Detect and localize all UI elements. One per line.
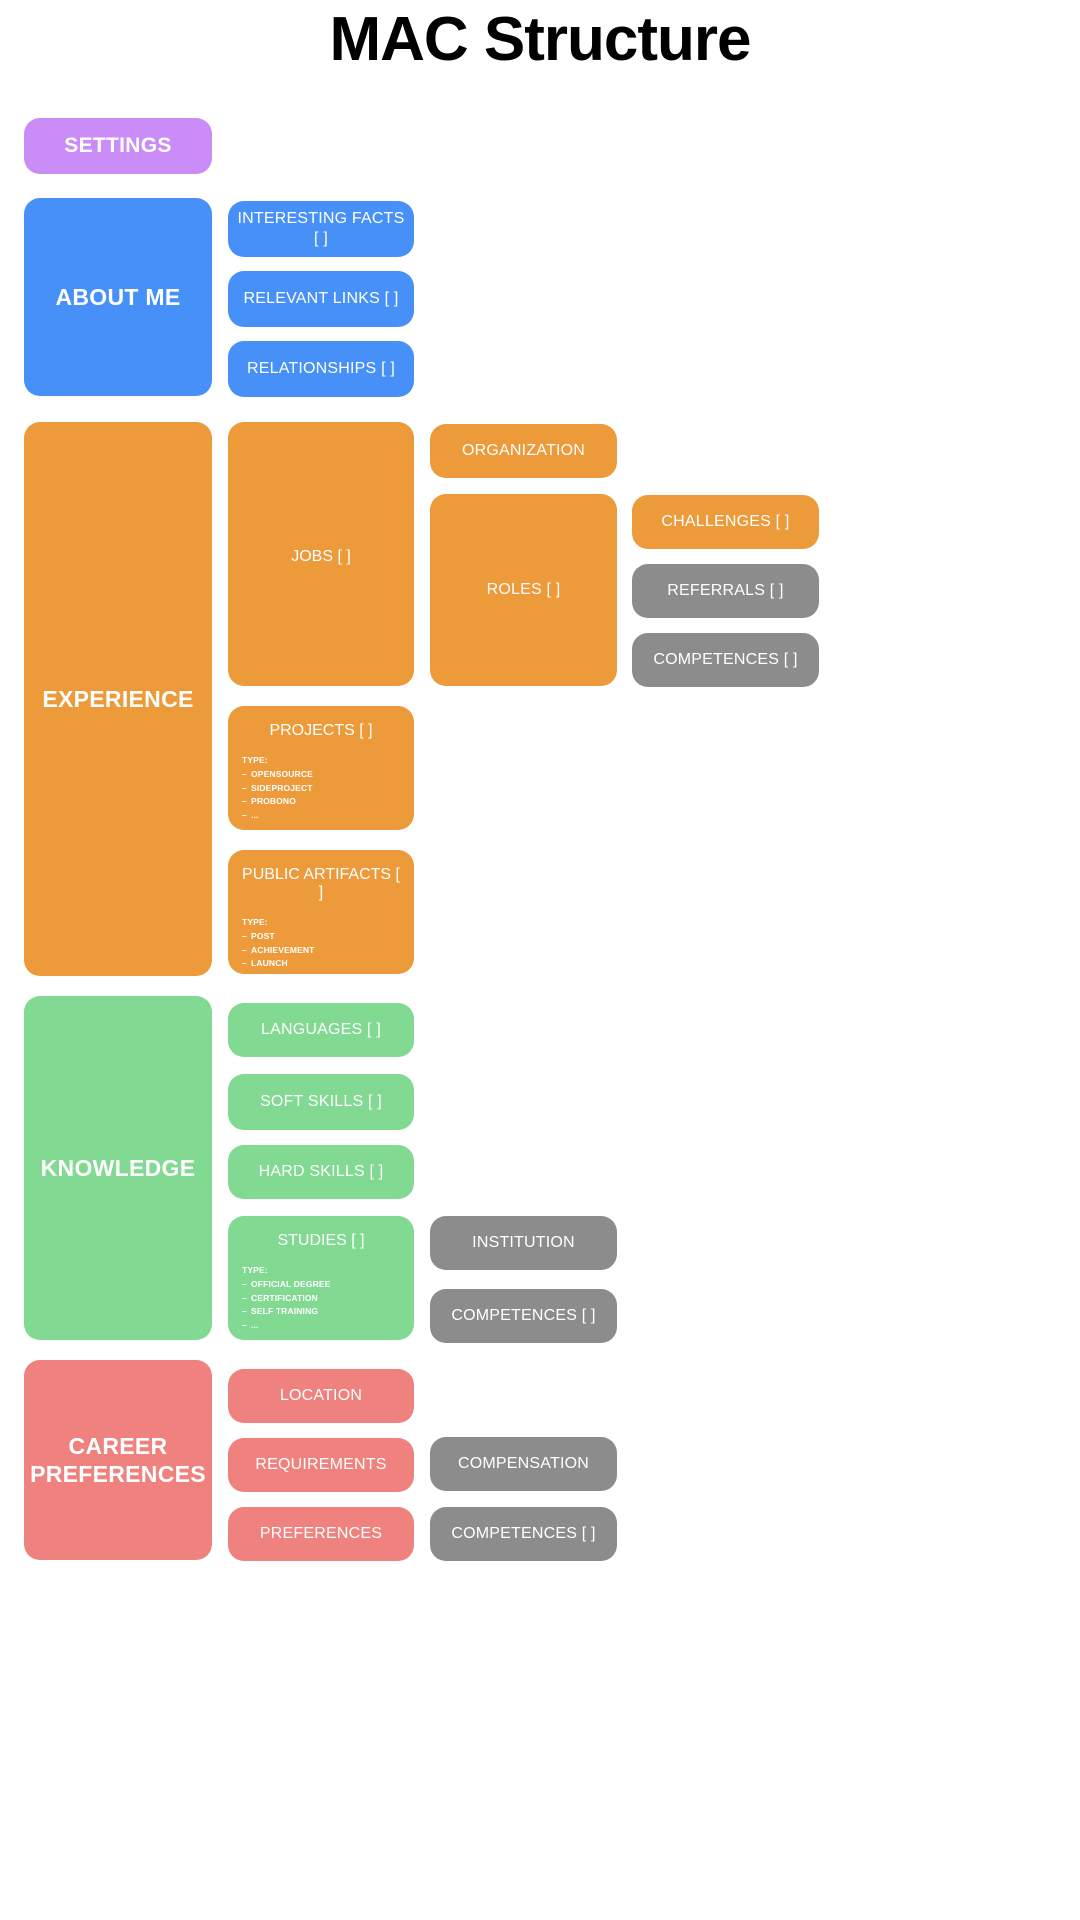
card-preferences-label: PREFERENCES <box>259 1525 383 1542</box>
projects-type-list: TYPE: –OPENSOURCE –SIDEPROJECT –PROBONO … <box>242 754 400 823</box>
card-studies[interactable]: STUDIES [ ] TYPE: –OFFICIAL DEGREE –CERT… <box>228 1216 414 1340</box>
projects-type-item: –PROBONO <box>242 796 296 807</box>
public-artifacts-type-item: –POST <box>242 930 275 941</box>
card-experience-competences[interactable]: COMPETENCES [ ] <box>632 633 819 687</box>
public-artifacts-type-heading: TYPE: <box>242 917 268 927</box>
card-jobs[interactable]: JOBS [ ] <box>228 422 414 686</box>
projects-type-item: –OPENSOURCE <box>242 768 313 779</box>
card-location[interactable]: LOCATION <box>228 1369 414 1423</box>
card-settings-label: SETTINGS <box>64 134 172 158</box>
card-institution[interactable]: INSTITUTION <box>430 1216 617 1270</box>
projects-type-item: –SIDEPROJECT <box>242 782 313 793</box>
card-jobs-label: JOBS [ ] <box>291 548 351 565</box>
card-hard-skills[interactable]: HARD SKILLS [ ] <box>228 1145 414 1199</box>
card-settings[interactable]: SETTINGS <box>24 118 212 174</box>
card-projects[interactable]: PROJECTS [ ] TYPE: –OPENSOURCE –SIDEPROJ… <box>228 706 414 830</box>
card-requirements-label: REQUIREMENTS <box>255 1456 387 1473</box>
card-career-competences-label: COMPETENCES [ ] <box>451 1525 596 1542</box>
card-studies-label: STUDIES [ ] <box>277 1232 365 1249</box>
projects-type-item: –... <box>242 810 259 821</box>
studies-type-list: TYPE: –OFFICIAL DEGREE –CERTIFICATION –S… <box>242 1264 400 1333</box>
card-experience[interactable]: EXPERIENCE <box>24 422 212 976</box>
card-compensation-label: COMPENSATION <box>457 1455 589 1472</box>
card-relevant-links-label: RELEVANT LINKS [ ] <box>243 290 399 307</box>
card-knowledge-competences-label: COMPETENCES [ ] <box>451 1307 596 1324</box>
card-roles-label: ROLES [ ] <box>486 581 561 598</box>
studies-type-item: –... <box>242 1320 259 1331</box>
public-artifacts-type-list: TYPE: –POST –ACHIEVEMENT –LAUNCH –... <box>242 916 400 985</box>
card-interesting-facts-label: INTERESTING FACTS [ ] <box>237 210 405 247</box>
public-artifacts-type-item: –ACHIEVEMENT <box>242 944 315 955</box>
card-public-artifacts[interactable]: PUBLIC ARTIFACTS [ ] TYPE: –POST –ACHIEV… <box>228 850 414 982</box>
card-referrals[interactable]: REFERRALS [ ] <box>632 564 819 618</box>
studies-type-heading: TYPE: <box>242 1265 268 1275</box>
card-about-me[interactable]: ABOUT ME <box>24 198 212 396</box>
card-about-me-label: ABOUT ME <box>55 283 181 310</box>
card-organization[interactable]: ORGANIZATION <box>430 424 617 478</box>
projects-type-heading: TYPE: <box>242 755 268 765</box>
card-knowledge-competences[interactable]: COMPETENCES [ ] <box>430 1289 617 1343</box>
card-roles[interactable]: ROLES [ ] <box>430 494 617 686</box>
card-compensation[interactable]: COMPENSATION <box>430 1437 617 1491</box>
card-soft-skills[interactable]: SOFT SKILLS [ ] <box>228 1074 414 1130</box>
card-career-preferences-label: CAREER PREFERENCES <box>30 1432 206 1487</box>
card-relationships-label: RELATIONSHIPS [ ] <box>246 360 396 377</box>
card-referrals-label: REFERRALS [ ] <box>667 582 784 599</box>
card-organization-label: ORGANIZATION <box>462 442 585 459</box>
card-experience-label: EXPERIENCE <box>42 685 194 712</box>
card-projects-label: PROJECTS [ ] <box>269 722 373 739</box>
card-languages[interactable]: LANGUAGES [ ] <box>228 1003 414 1057</box>
card-location-label: LOCATION <box>279 1387 363 1404</box>
studies-type-item: –OFFICIAL DEGREE <box>242 1278 331 1289</box>
card-preferences[interactable]: PREFERENCES <box>228 1507 414 1561</box>
card-institution-label: INSTITUTION <box>472 1234 575 1251</box>
card-challenges[interactable]: CHALLENGES [ ] <box>632 495 819 549</box>
card-public-artifacts-label: PUBLIC ARTIFACTS [ ] <box>242 866 400 901</box>
card-career-competences[interactable]: COMPETENCES [ ] <box>430 1507 617 1561</box>
card-soft-skills-label: SOFT SKILLS [ ] <box>260 1093 382 1110</box>
card-relevant-links[interactable]: RELEVANT LINKS [ ] <box>228 271 414 327</box>
card-experience-competences-label: COMPETENCES [ ] <box>653 651 798 668</box>
card-hard-skills-label: HARD SKILLS [ ] <box>258 1163 384 1180</box>
studies-type-item: –CERTIFICATION <box>242 1292 318 1303</box>
card-interesting-facts[interactable]: INTERESTING FACTS [ ] <box>228 201 414 257</box>
card-career-preferences[interactable]: CAREER PREFERENCES <box>24 1360 212 1560</box>
card-relationships[interactable]: RELATIONSHIPS [ ] <box>228 341 414 397</box>
public-artifacts-type-item: –LAUNCH <box>242 958 288 969</box>
public-artifacts-type-item: –... <box>242 972 259 983</box>
studies-type-item: –SELF TRAINING <box>242 1306 319 1317</box>
card-challenges-label: CHALLENGES [ ] <box>661 513 790 530</box>
card-knowledge[interactable]: KNOWLEDGE <box>24 996 212 1340</box>
card-knowledge-label: KNOWLEDGE <box>40 1154 196 1181</box>
card-languages-label: LANGUAGES [ ] <box>261 1021 381 1038</box>
card-requirements[interactable]: REQUIREMENTS <box>228 1438 414 1492</box>
page-title: MAC Structure <box>329 5 751 74</box>
